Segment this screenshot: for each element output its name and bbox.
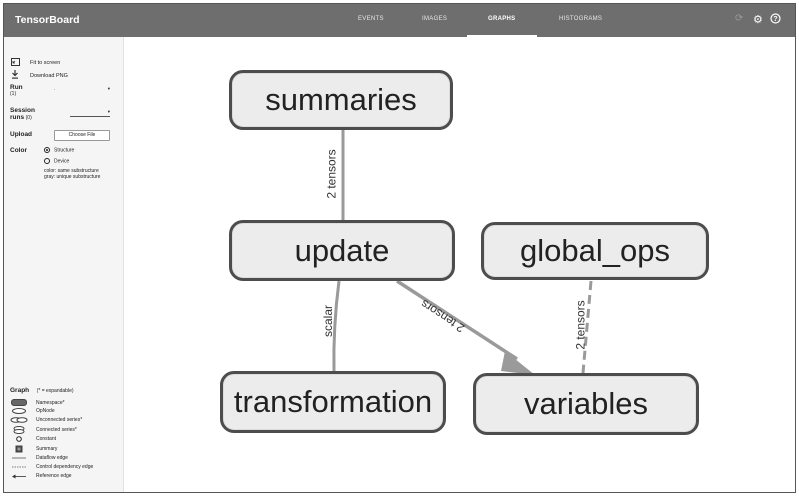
legend-dataflow-label: Dataflow edge bbox=[36, 455, 68, 461]
connected-series-icon bbox=[10, 426, 28, 434]
legend-namespace: Namespace* bbox=[10, 399, 65, 406]
edge-global-variables bbox=[581, 280, 593, 374]
color-note-unique: gray: unique substructure bbox=[44, 174, 101, 180]
node-transformation[interactable]: transformation bbox=[220, 371, 446, 433]
run-label-group: Run (1) bbox=[10, 84, 23, 97]
legend-namespace-label: Namespace* bbox=[36, 399, 65, 406]
download-png-button[interactable]: Download PNG bbox=[10, 70, 68, 81]
edge-update-transformation bbox=[332, 280, 341, 374]
namespace-icon bbox=[10, 399, 28, 406]
app-window: TensorBoard EVENTS IMAGES GRAPHS HISTOGR… bbox=[3, 3, 796, 493]
legend-connected: Connected series* bbox=[10, 426, 77, 434]
legend-constant-label: Constant bbox=[36, 436, 57, 442]
tab-events[interactable]: EVENTS bbox=[358, 16, 384, 22]
choose-file-button[interactable]: Choose File bbox=[54, 130, 110, 141]
node-global-ops[interactable]: global_ops bbox=[481, 222, 709, 280]
session-runs-label: runs bbox=[10, 114, 25, 121]
session-label: Session bbox=[10, 107, 35, 114]
tab-images[interactable]: IMAGES bbox=[422, 16, 448, 22]
summary-icon bbox=[10, 445, 28, 453]
radio-selected-icon bbox=[44, 147, 50, 153]
svg-text:?: ? bbox=[773, 16, 777, 23]
download-icon bbox=[10, 70, 20, 81]
active-tab-indicator bbox=[467, 35, 537, 37]
legend-unconnected-label: Unconnected series* bbox=[36, 417, 83, 423]
reference-edge-icon bbox=[10, 474, 28, 479]
edge-update-variables bbox=[396, 279, 518, 361]
legend-subtitle: (* = expandable) bbox=[36, 388, 74, 394]
constant-icon bbox=[10, 436, 28, 442]
legend-unconnected: Unconnected series* bbox=[10, 417, 82, 423]
session-count: (0) bbox=[25, 115, 32, 121]
session-runs-select[interactable]: ▾ bbox=[70, 109, 110, 117]
fit-screen-icon bbox=[10, 58, 20, 68]
legend-title: Graph bbox=[10, 387, 30, 394]
upload-label: Upload bbox=[10, 131, 33, 138]
node-summaries[interactable]: summaries bbox=[229, 70, 453, 130]
run-select-value: . bbox=[54, 86, 56, 92]
unconnected-series-icon bbox=[10, 417, 28, 423]
tab-graphs[interactable]: GRAPHS bbox=[488, 16, 516, 22]
app-title: TensorBoard bbox=[15, 14, 80, 26]
fit-to-screen-button[interactable]: Fit to screen bbox=[10, 58, 60, 68]
sidebar: Fit to screen Download PNG Run (1) . ▾ S… bbox=[4, 37, 124, 492]
refresh-icon[interactable]: ⟳ bbox=[735, 13, 744, 24]
legend-control: Control dependency edge bbox=[10, 464, 93, 470]
legend-header: Graph (* = expandable) bbox=[10, 387, 74, 394]
run-select[interactable]: . ▾ bbox=[54, 86, 110, 94]
opnode-icon bbox=[10, 408, 28, 414]
legend-control-label: Control dependency edge bbox=[36, 464, 94, 470]
radio-unselected-icon bbox=[44, 158, 50, 164]
chevron-down-icon: ▾ bbox=[107, 109, 110, 114]
fit-to-screen-label: Fit to screen bbox=[30, 60, 61, 66]
tab-histograms[interactable]: HISTOGRAMS bbox=[559, 16, 603, 22]
legend-summary-label: Summary bbox=[36, 446, 58, 452]
dataflow-edge-icon bbox=[10, 456, 28, 460]
legend-reference-label: Reference edge bbox=[36, 473, 72, 479]
color-note-same: color: same substructure bbox=[44, 168, 99, 174]
gear-icon[interactable]: ⚙ bbox=[753, 14, 763, 26]
control-edge-icon bbox=[10, 465, 28, 469]
color-option-structure-label: Structure bbox=[54, 147, 75, 154]
edge-label-update-transformation: scalar bbox=[321, 304, 336, 338]
color-label: Color bbox=[10, 147, 27, 154]
node-variables[interactable]: variables bbox=[473, 373, 699, 435]
graph-edges bbox=[332, 129, 593, 375]
color-option-structure[interactable]: Structure bbox=[44, 147, 74, 153]
legend-reference: Reference edge bbox=[10, 473, 72, 479]
color-option-device[interactable]: Device bbox=[44, 158, 69, 164]
legend-summary: Summary bbox=[10, 445, 57, 453]
legend-opnode-label: OpNode bbox=[36, 408, 55, 414]
legend-constant: Constant bbox=[10, 436, 56, 442]
legend-dataflow: Dataflow edge bbox=[10, 455, 68, 461]
download-png-label: Download PNG bbox=[30, 72, 68, 79]
run-count: (1) bbox=[10, 91, 17, 97]
legend-opnode: OpNode bbox=[10, 408, 55, 414]
top-bar: TensorBoard EVENTS IMAGES GRAPHS HISTOGR… bbox=[4, 4, 795, 37]
session-label-group: Session runs (0) bbox=[10, 107, 35, 121]
node-update[interactable]: update bbox=[229, 220, 455, 281]
run-label: Run bbox=[10, 84, 23, 91]
help-icon[interactable]: ? bbox=[770, 13, 781, 27]
color-option-device-label: Device bbox=[54, 158, 70, 165]
edge-label-summaries-update: 2 tensors bbox=[324, 149, 339, 199]
graph-canvas[interactable]: summaries update global_ops transformati… bbox=[125, 37, 795, 492]
legend-connected-label: Connected series* bbox=[36, 427, 77, 433]
arrowhead-update-variables bbox=[501, 351, 535, 375]
chevron-down-icon: ▾ bbox=[107, 86, 110, 91]
edge-label-global-variables: 2 tensors bbox=[573, 300, 588, 350]
